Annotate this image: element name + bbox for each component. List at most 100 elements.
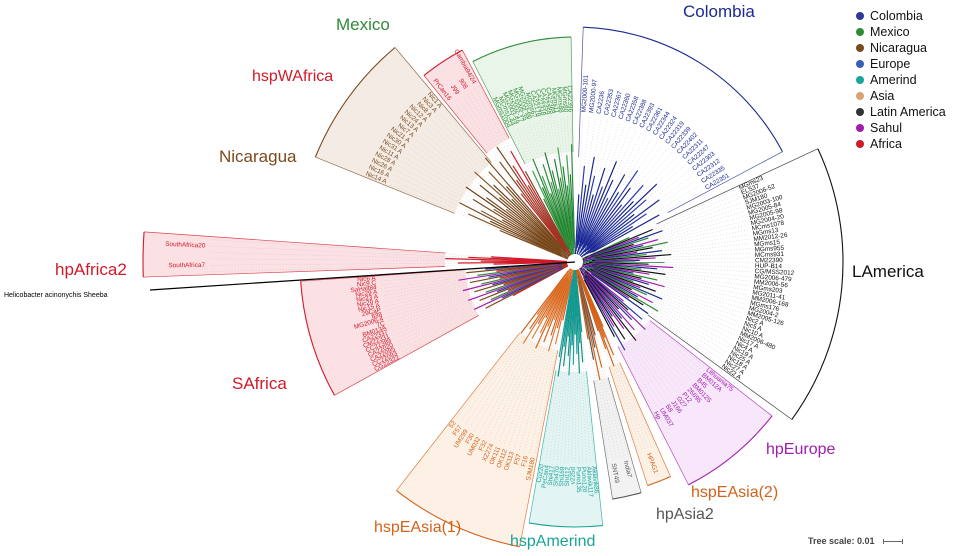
clade-label-mexico: Mexico — [336, 15, 390, 34]
leader-line — [209, 262, 458, 266]
legend-swatch-africa — [856, 140, 864, 148]
clade-wedge — [578, 27, 783, 213]
clade-boundary-edge — [143, 266, 446, 278]
clade-wedge — [608, 362, 671, 486]
leader-line — [655, 291, 741, 323]
branch — [585, 239, 659, 260]
branch — [584, 270, 629, 311]
leader-line — [425, 127, 475, 173]
branch — [576, 269, 599, 332]
clade-label-hpeurope: hpEurope — [766, 441, 836, 458]
leader-line — [612, 129, 637, 181]
leader-line — [541, 356, 560, 461]
leaf-label: B8 — [664, 403, 674, 414]
branch — [557, 278, 574, 377]
leader-line — [524, 327, 558, 452]
branch — [577, 278, 601, 381]
branch — [593, 237, 649, 257]
clade-wedge — [396, 332, 558, 547]
leaf-label: Shi169 — [558, 466, 566, 487]
branch — [479, 184, 567, 256]
leader-line — [398, 165, 482, 211]
leader-line — [652, 193, 738, 230]
leader-line — [657, 311, 727, 352]
leader-line — [599, 379, 617, 459]
legend-item: Colombia — [856, 8, 962, 24]
branch — [586, 213, 647, 255]
clade-label-colombia: Colombia — [683, 2, 755, 21]
clade-boundary-edge — [656, 148, 819, 225]
leader-line — [655, 252, 751, 259]
leader-line — [633, 281, 743, 318]
branch — [550, 181, 572, 249]
leader-line — [633, 211, 744, 245]
leader-line — [209, 263, 494, 272]
clade-boundary-arc — [583, 26, 783, 152]
leader-line — [643, 152, 673, 186]
leader-line — [564, 375, 570, 463]
leader-line — [621, 318, 681, 391]
branch — [458, 264, 559, 281]
legend-swatch-latin-america — [856, 108, 864, 116]
clade-wedge — [315, 47, 492, 214]
leader-line — [641, 269, 750, 282]
leader-line — [563, 116, 567, 156]
branch — [579, 174, 626, 253]
leaf-label: CA22359 — [539, 88, 551, 116]
branch — [587, 236, 639, 258]
leaf-label: SouthAfrica20 — [165, 241, 206, 250]
leaf-label: CM22390 — [755, 257, 783, 264]
branch — [575, 278, 581, 374]
branch — [499, 161, 569, 254]
branch — [484, 157, 565, 250]
legend-label: Mexico — [870, 25, 910, 39]
branch — [594, 263, 658, 270]
leader-line — [647, 313, 719, 364]
leader-line — [602, 326, 656, 447]
legend-label: Europe — [870, 57, 911, 71]
clade-boundary-edge — [144, 231, 446, 254]
leader-line — [518, 351, 549, 450]
branch — [578, 281, 595, 360]
clade-boundary-edge — [619, 362, 671, 477]
leader-line — [379, 272, 467, 282]
leader-line — [635, 340, 677, 394]
branch — [510, 150, 571, 253]
leaf-label: 52 — [448, 419, 458, 429]
leaf-label: MM2012-26 — [753, 232, 788, 243]
branch — [593, 268, 656, 292]
leader-line — [461, 95, 498, 148]
leader-line — [627, 309, 699, 374]
branch — [580, 270, 626, 340]
clade-label-nicaragua: Nicaragua — [219, 147, 297, 166]
clade-boundary-arc — [791, 148, 844, 420]
leader-line — [546, 118, 555, 160]
legend-swatch-nicaragua — [856, 44, 864, 52]
leader-line — [593, 359, 613, 460]
leader-line — [584, 116, 590, 166]
leader-line — [594, 347, 621, 458]
leaf-label: CA2236 — [596, 90, 607, 114]
leaf-label: Nic20 A — [357, 298, 381, 309]
branch — [584, 201, 634, 253]
branch — [554, 272, 574, 345]
branch — [584, 170, 639, 249]
leaf-label: SJM180 — [525, 456, 537, 481]
branch — [590, 268, 632, 291]
leader-line — [578, 116, 584, 195]
legend-label: Asia — [870, 89, 895, 103]
legend-item: Nicaragua — [856, 40, 962, 56]
leader-line — [510, 131, 544, 199]
leader-line — [593, 121, 614, 195]
leaf-label: 838 — [371, 311, 384, 321]
branch — [584, 275, 637, 341]
branch — [594, 247, 653, 259]
leader-line — [597, 330, 639, 453]
leader-line — [664, 286, 745, 309]
tree-scale-label: Tree scale: 0.01 — [808, 536, 875, 546]
clade-boundary-edge — [472, 61, 526, 165]
leader-line — [545, 376, 559, 461]
leader-line — [478, 85, 526, 172]
leaf-label: MGms11 — [550, 87, 560, 114]
leader-line — [391, 291, 498, 332]
